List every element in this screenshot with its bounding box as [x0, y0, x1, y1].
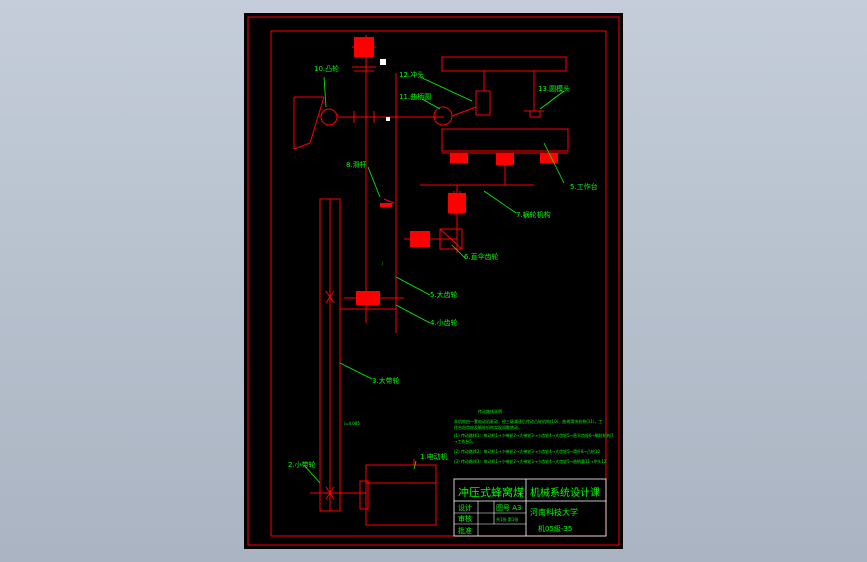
- title-project: 冲压式蜂窝煤: [458, 485, 524, 499]
- label-slide: 8.滑杆: [346, 160, 367, 169]
- label-gear-ratio: i: [382, 261, 383, 266]
- notes-line: 本机构由一套电动机驱动，经三级减速后传动凸轮机构(10)、曲柄滑块机构(11)，…: [454, 418, 602, 424]
- label-mold-head: 13.圆模头: [538, 84, 570, 93]
- title-drawn: 设计: [458, 503, 472, 512]
- leader-lines: [303, 76, 565, 484]
- title-checked: 审核: [458, 514, 472, 523]
- title-scale: 图号 A3: [496, 504, 521, 512]
- notes-line: 作台由齿轮及蜗轮机构实现间歇转动。: [454, 424, 522, 430]
- label-pulley-big: 3.大带轮: [372, 376, 400, 385]
- notes-title: 传动路线说明: [478, 408, 502, 414]
- label-pulley-small: 2.小带轮: [288, 460, 316, 469]
- top-shaft-marker: [380, 59, 386, 65]
- outer-frame: [247, 16, 620, 546]
- notes-line: (2) 传动路线2：电动机1→小带轮2→大带轮3→小齿轮4→大齿轮5→滑杆8→凸…: [454, 448, 600, 454]
- label-worktable: 5.工作台: [570, 182, 598, 191]
- label-cam: 10.凸轮: [314, 64, 339, 73]
- notes-block: 传动路线说明 本机构由一套电动机驱动，经三级减速后传动凸轮机构(10)、曲柄滑块…: [454, 408, 614, 464]
- label-motor: 1.电动机: [420, 452, 448, 461]
- notes-line: (3) 传动路线3：电动机1→小带轮2→大带轮3→小齿轮4→大齿轮5→曲柄圆11…: [454, 458, 607, 464]
- mechanism-drawing: 10.凸轮 12.冲头 11.曲柄圆 13.圆模头 5.工作台 8.滑杆 7.蜗…: [247, 16, 620, 546]
- label-worm: 7.蜗轮机构: [516, 210, 551, 219]
- inner-frame: [270, 30, 607, 537]
- label-punch: 12.冲头: [399, 70, 424, 79]
- label-gear-big: 5.大齿轮: [430, 290, 458, 299]
- title-approved: 批准: [458, 526, 472, 535]
- label-bevel: 6.直伞齿轮: [464, 252, 499, 261]
- mechanism-lines: [293, 35, 569, 526]
- drawing-sheet: 10.凸轮 12.冲头 11.曲柄圆 13.圆模头 5.工作台 8.滑杆 7.蜗…: [244, 13, 623, 549]
- notes-line: (1) 传动路线1：电动机1→小带轮2→大带轮3→小齿轮4→大齿轮5→直伞齿轮6…: [454, 432, 614, 438]
- label-belt-ratio: i=4.085: [344, 421, 360, 426]
- title-block: 冲压式蜂窝煤 机械系统设计课 设计 审核 批准 图号 A3 共1张 第1张 河南…: [453, 478, 607, 537]
- title-code: 机05級-35: [538, 524, 572, 533]
- notes-line: →工作台5。: [454, 438, 476, 444]
- title-course: 机械系统设计课: [530, 486, 600, 499]
- title-sheet: 共1张 第1张: [496, 516, 518, 522]
- title-school: 河南科技大学: [530, 507, 578, 517]
- mid-shaft-marker: [386, 117, 390, 121]
- label-crank: 11.曲柄圆: [399, 92, 431, 101]
- label-gear-small: 4.小齿轮: [430, 318, 458, 327]
